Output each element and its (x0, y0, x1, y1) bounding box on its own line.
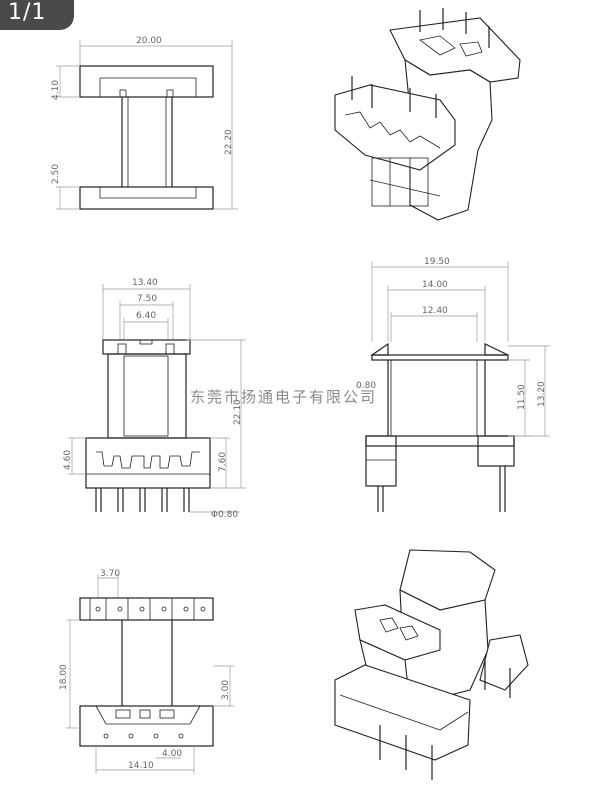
dim-top-flange: 4.10 (51, 80, 61, 100)
dim-bottom-flange: 2.50 (51, 164, 61, 184)
page-tag-label: 1/1 (8, 0, 47, 25)
dim-side-h2: 13.20 (537, 381, 547, 407)
dim-bot-pitch-top: 3.70 (100, 569, 120, 579)
dim-side-h1: 11.50 (517, 384, 527, 410)
dim-mid-w3: 6.40 (136, 311, 156, 321)
dim-top-height: 22.20 (224, 129, 234, 155)
dim-top-width: 20.00 (136, 36, 162, 46)
middle-left-view: 13.40 7.50 6.40 (63, 278, 246, 520)
dim-side-w2: 14.00 (422, 280, 448, 290)
dim-bot-offset: 3.00 (221, 680, 231, 700)
top-right-isometric (334, 8, 521, 221)
dim-bot-pitch: 4.00 (162, 749, 182, 759)
dim-side-w3: 12.40 (422, 306, 448, 316)
top-left-view: 20.00 22.20 4.10 2.50 (51, 36, 238, 210)
page-tag: 1/1 (0, 0, 74, 30)
dim-bot-width: 14.10 (128, 761, 154, 771)
dim-mid-w1: 13.40 (132, 278, 158, 288)
watermark-text: 东莞市扬通电子有限公司 (190, 388, 378, 406)
dim-side-flange: 0.80 (356, 381, 376, 391)
bottom-right-isometric (334, 549, 529, 780)
dim-side-w1: 19.50 (424, 257, 450, 267)
dim-mid-lower: 7.60 (218, 452, 228, 472)
dim-mid-w2: 7.50 (137, 294, 157, 304)
dim-mid-height: 22.10 (233, 399, 243, 425)
bottom-left-view: 3.70 (59, 569, 234, 774)
dim-mid-pin: Φ0.80 (211, 510, 238, 520)
middle-right-view: 19.50 14.00 12.40 (356, 257, 550, 512)
dim-bot-height: 18.00 (59, 664, 69, 690)
dim-mid-base: 4.60 (63, 450, 73, 470)
